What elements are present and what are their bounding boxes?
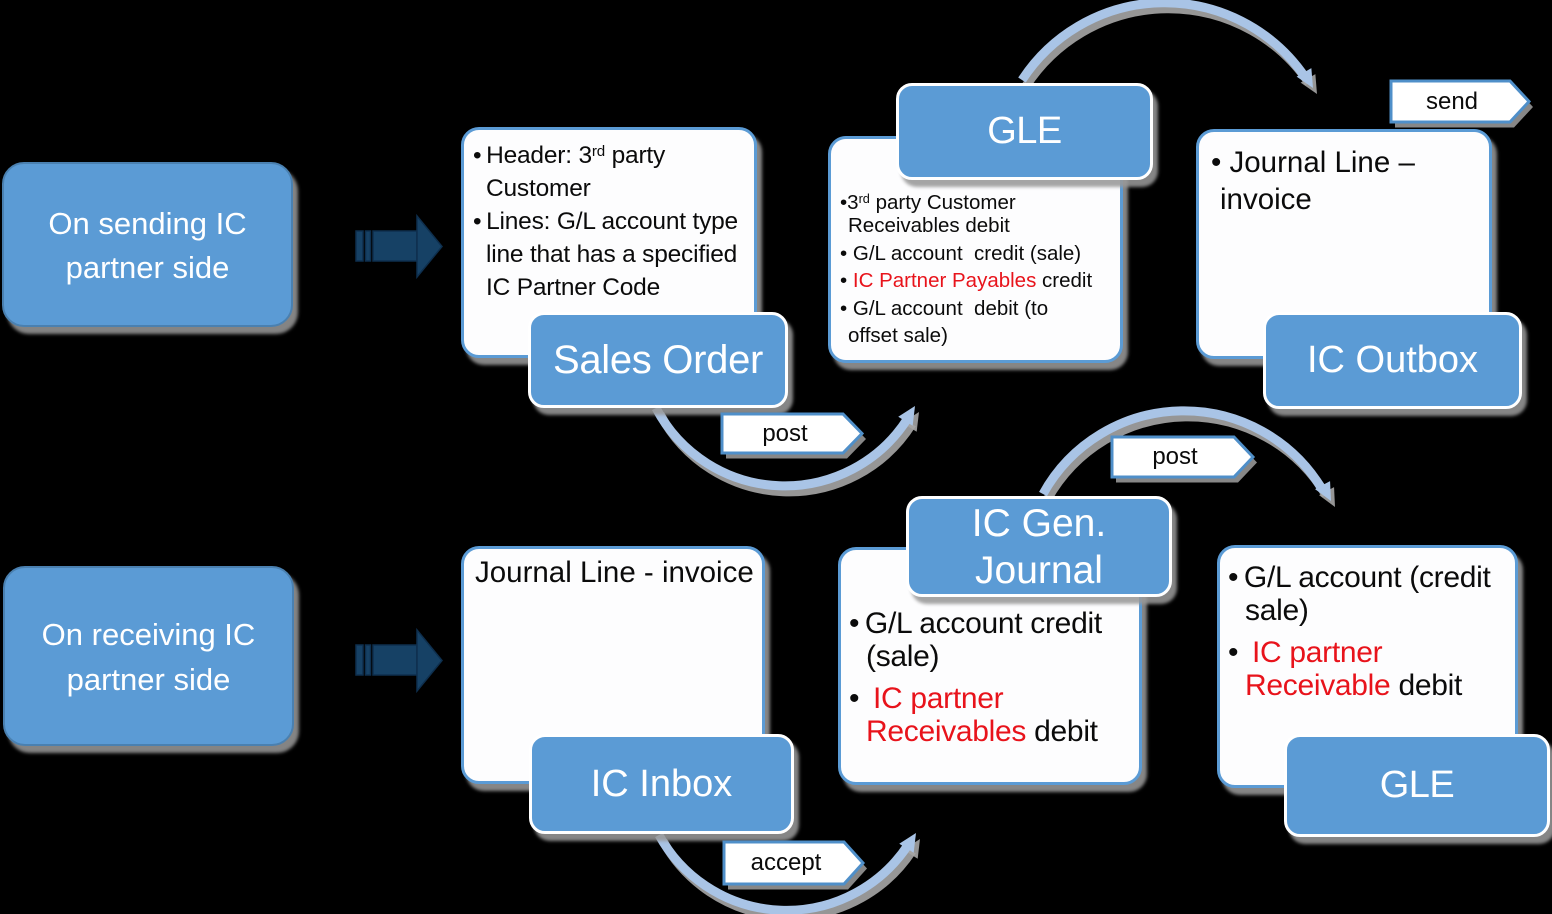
svg-text:post: post bbox=[762, 420, 808, 447]
svg-text:post: post bbox=[1152, 443, 1198, 470]
svg-text:send: send bbox=[1426, 88, 1478, 115]
svg-text:accept: accept bbox=[751, 849, 822, 876]
